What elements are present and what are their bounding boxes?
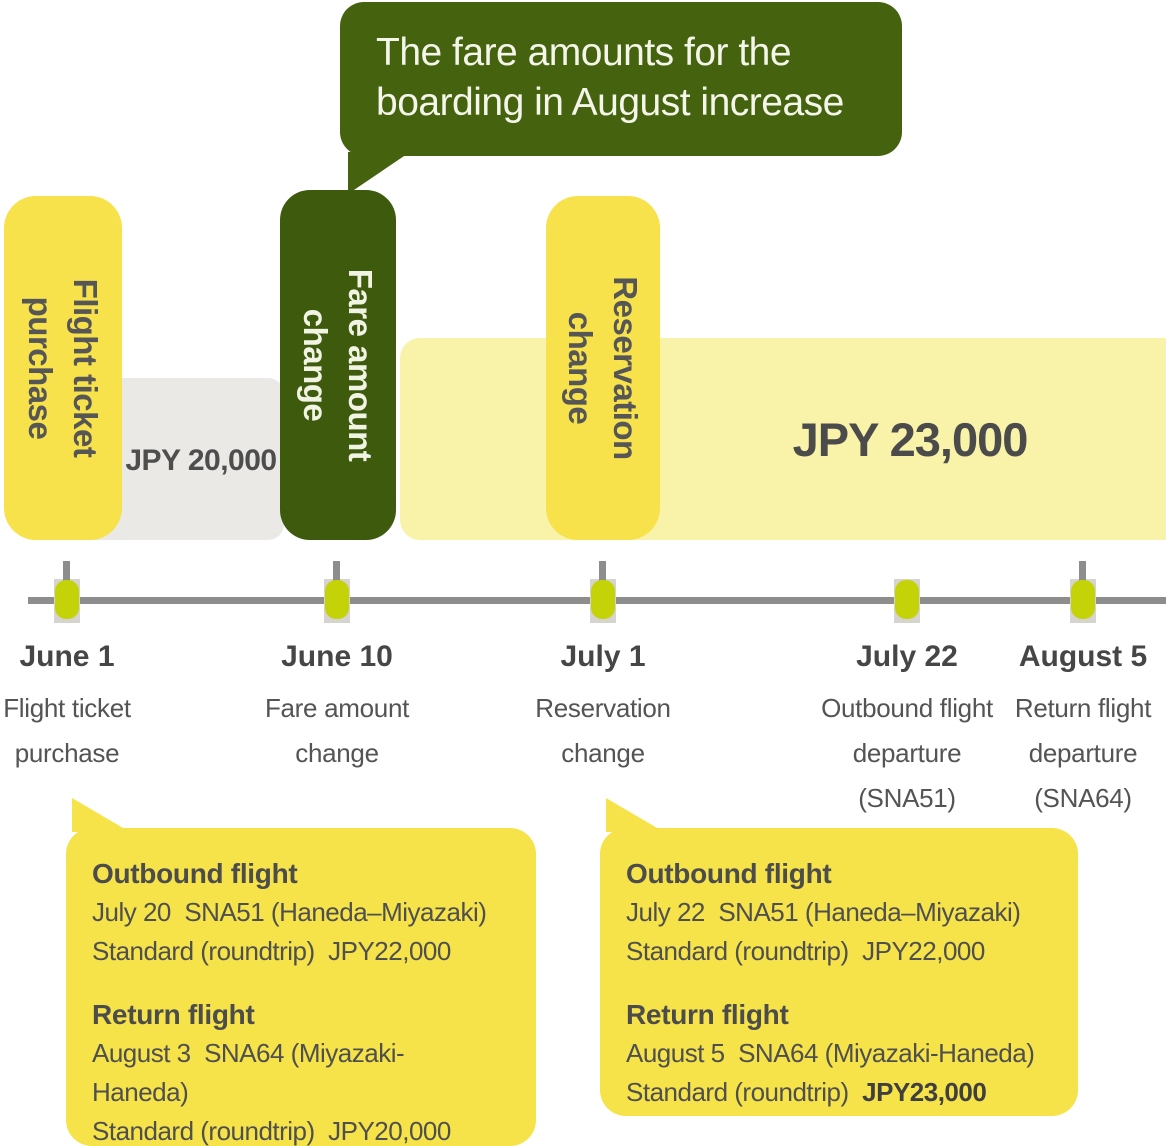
timeline-dot [325, 580, 349, 619]
pill-fare-amount-change: Fare amount change [280, 190, 396, 540]
timeline-sublabel: Outbound flight [821, 693, 993, 723]
timeline-date: June 1 [19, 640, 115, 673]
outbound-fare-detail: Standard (roundtrip) JPY22,000 [92, 936, 451, 966]
pill-label: Flight ticket purchase [18, 279, 108, 458]
callout-after-tail [606, 798, 664, 832]
outbound-fare-detail: Standard (roundtrip) JPY22,000 [626, 936, 985, 966]
timeline-sublabel: Return flight [1014, 693, 1152, 723]
timeline-sublabel: departure [852, 738, 962, 768]
timeline-label-july1: July 1 Reservation change [493, 640, 713, 776]
return-fare-amount-bold: JPY23,000 [862, 1077, 987, 1107]
outbound-heading: Outbound flight [626, 858, 832, 889]
timeline-sublabel: departure [1028, 738, 1138, 768]
outbound-flight-detail: July 20 SNA51 (Haneda–Miyazaki) [92, 897, 487, 927]
fare-before-amount: JPY 20,000 [125, 444, 277, 477]
timeline-dot [1071, 580, 1095, 619]
callout-before-tail [72, 798, 130, 832]
timeline-stem [63, 561, 70, 583]
timeline-sublabel: change [561, 738, 645, 768]
pill-rotated-wrap: Flight ticket purchase [4, 196, 122, 540]
outbound-flight-detail: July 22 SNA51 (Haneda–Miyazaki) [626, 897, 1021, 927]
timeline-sublabel: change [295, 738, 379, 768]
timeline-sublabel: purchase [14, 738, 120, 768]
fare-after-amount: JPY 23,000 [792, 413, 1029, 466]
pill-label-line2: purchase [22, 296, 59, 440]
speech-bubble-line2: boarding in August increase [376, 81, 844, 124]
pill-label-line1: Fare amount [342, 268, 379, 462]
return-heading: Return flight [626, 999, 789, 1030]
return-flight-detail-line1: August 3 SNA64 (Miyazaki- [92, 1038, 405, 1068]
timeline-date: July 22 [856, 640, 958, 673]
return-flight-detail: August 5 SNA64 (Miyazaki-Haneda) [626, 1038, 1035, 1068]
timeline-sublabel: Reservation [535, 693, 671, 723]
pill-label-line2: change [297, 308, 334, 422]
timeline-dot [55, 580, 79, 619]
timeline-label-june1: June 1 Flight ticket purchase [0, 640, 177, 776]
return-fare-prefix: Standard (roundtrip) [626, 1077, 863, 1107]
return-fare-detail: Standard (roundtrip) JPY23,000 [626, 1073, 1052, 1112]
return-heading: Return flight [92, 999, 255, 1030]
pill-label-line1: Flight ticket [67, 278, 104, 458]
callout-after-change: Outbound flight July 22 SNA51 (Haneda–Mi… [600, 828, 1078, 1116]
timeline-date: August 5 [1018, 640, 1148, 673]
speech-bubble-line1: The fare amounts for the [376, 31, 792, 74]
outbound-heading: Outbound flight [92, 858, 298, 889]
speech-bubble: The fare amounts for the boarding in Aug… [340, 2, 902, 156]
pill-label-line1: Reservation [607, 276, 644, 460]
timeline-date: June 10 [281, 640, 393, 673]
return-fare-detail: Standard (roundtrip) JPY20,000 [92, 1116, 451, 1146]
timeline-dot [895, 580, 919, 619]
pill-label: Reservation change [558, 276, 648, 459]
pill-label: Fare amount change [293, 269, 383, 462]
timeline-sublabel: (SNA51) [858, 783, 956, 813]
timeline-sublabel: (SNA64) [1034, 783, 1132, 813]
return-flight-detail-line2: Haneda) [92, 1077, 189, 1107]
pill-reservation-change: Reservation change [546, 196, 660, 540]
speech-bubble-tail [348, 152, 410, 194]
timeline-date: July 1 [560, 640, 646, 673]
timeline-label-july22: July 22 Outbound flight departure (SNA51… [797, 640, 1017, 821]
timeline-label-june10: June 10 Fare amount change [227, 640, 447, 776]
timeline-sublabel: Fare amount [264, 693, 410, 723]
timeline-label-august5: August 5 Return flight departure (SNA64) [973, 640, 1166, 821]
timeline-stem [1079, 561, 1086, 583]
pill-flight-ticket-purchase: Flight ticket purchase [4, 196, 122, 540]
pill-label-line2: change [562, 311, 599, 425]
callout-before-change: Outbound flight July 20 SNA51 (Haneda–Mi… [66, 828, 536, 1146]
timeline-sublabel: Flight ticket [3, 693, 131, 723]
pill-rotated-wrap: Fare amount change [280, 190, 396, 540]
pill-rotated-wrap: Reservation change [546, 196, 660, 540]
timeline-stem [333, 561, 340, 583]
timeline-dot [591, 580, 615, 619]
fare-bar-after [400, 338, 1166, 540]
timeline-stem [599, 561, 606, 583]
